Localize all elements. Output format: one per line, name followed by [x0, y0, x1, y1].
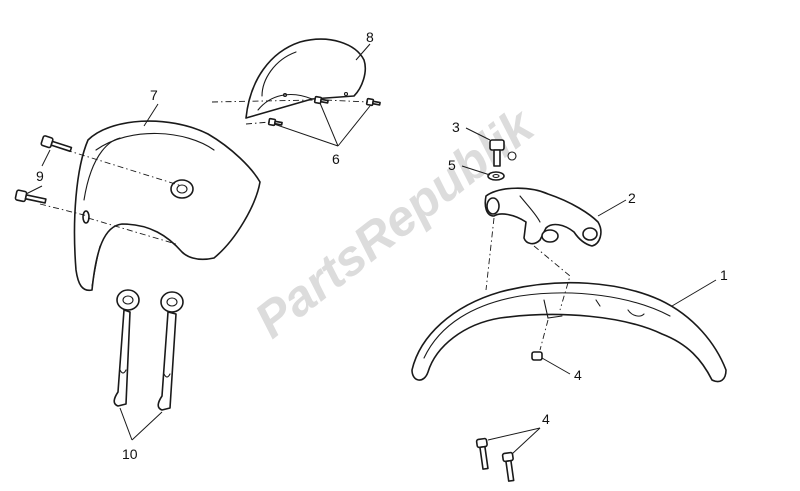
part-1-fender: [411, 281, 727, 383]
callout-10: 10: [122, 446, 138, 462]
part-2-bracket: [484, 187, 602, 247]
callout-6: 6: [332, 151, 340, 167]
callout-1: 1: [720, 267, 728, 283]
part-5-washer: [487, 171, 505, 181]
part-7-fairing: [73, 120, 261, 292]
callout-3: 3: [452, 119, 460, 135]
part-3-bolt: [489, 139, 517, 167]
callout-2: 2: [628, 190, 636, 206]
callout-7: 7: [150, 87, 158, 103]
callout-4-fender: 4: [574, 367, 582, 383]
part-9-screws: [14, 135, 73, 204]
callout-5: 5: [448, 157, 456, 173]
assembly-lines: [39, 99, 571, 351]
callout-9: 9: [36, 168, 44, 184]
part-8-visor: [245, 38, 367, 119]
part-10-turn-signals: [113, 289, 184, 411]
callout-labels: 1 2 3 5 4 4 6 7 8 9 10: [36, 29, 728, 462]
part-4-bolts: [475, 437, 515, 482]
callout-4-bolts: 4: [542, 411, 550, 427]
leader-lines: [25, 43, 717, 455]
callout-8: 8: [366, 29, 374, 45]
